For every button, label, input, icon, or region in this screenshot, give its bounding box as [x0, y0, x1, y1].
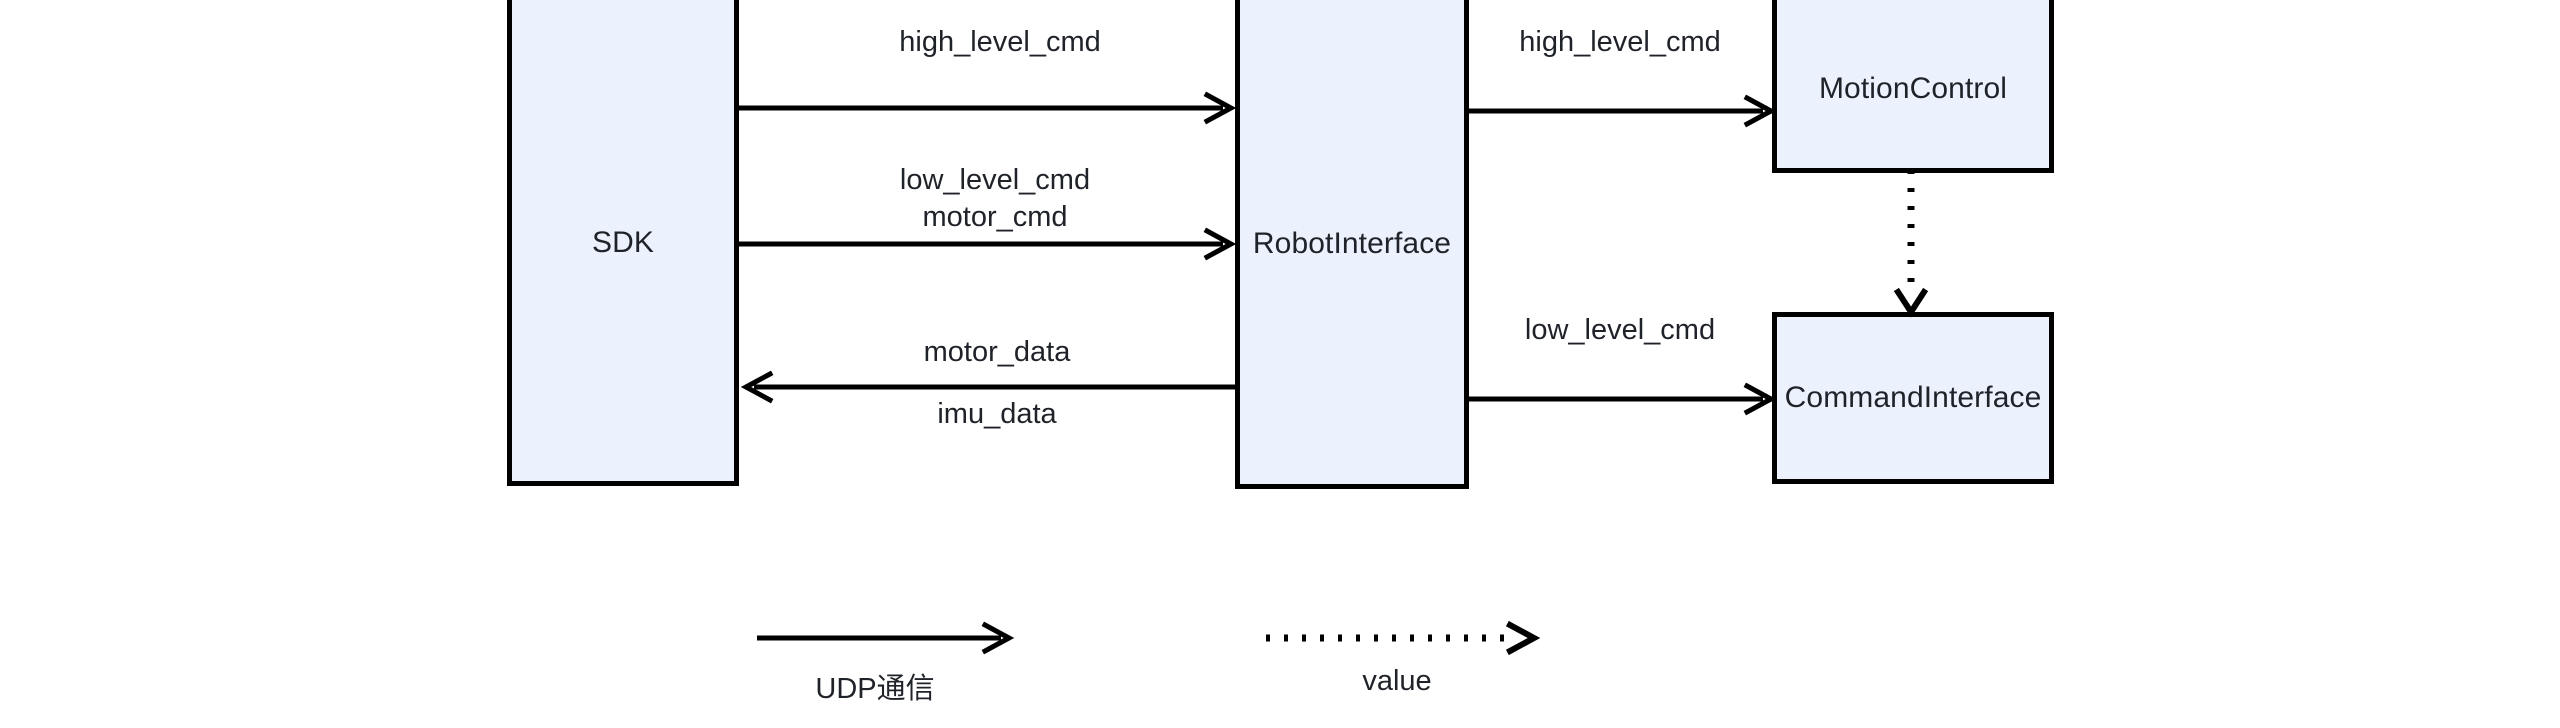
edge-label-line-top: low_level_cmd [899, 164, 1091, 196]
edge-motioncontrol-to-commandinterface-dotted [1893, 170, 1929, 318]
edge-sdk-to-robotinterface-low-level-cmd [737, 227, 1237, 261]
edge-label-line-bottom: motor_cmd [922, 201, 1068, 234]
node-motioncontrol[interactable]: MotionControl [1772, 0, 2054, 173]
edge-label-robotinterface-to-motioncontrol: high_level_cmd [1519, 24, 1721, 61]
legend-arrow-dotted-icon [1266, 620, 1556, 656]
node-sdk[interactable]: SDK [507, 0, 739, 486]
edge-robotinterface-to-sdk-data [740, 370, 1240, 404]
edge-label-sdk-to-robotinterface-high-level-cmd: high_level_cmd [899, 24, 1101, 61]
edge-label-line-top: high_level_cmd [1519, 26, 1721, 58]
edge-label-line-top: high_level_cmd [899, 26, 1101, 58]
edge-robotinterface-to-commandinterface [1467, 382, 1777, 416]
node-sdk-label: SDK [592, 226, 654, 259]
edge-label-line-top: low_level_cmd [1524, 314, 1716, 346]
edge-robotinterface-to-motioncontrol [1467, 94, 1777, 128]
legend-label-value: value [1362, 665, 1432, 697]
node-robotinterface[interactable]: RobotInterface [1235, 0, 1469, 489]
edge-label-line-bottom: imu_data [937, 398, 1057, 430]
legend-arrow-solid-icon [757, 621, 1027, 655]
legend-label-udp: UDP通信 [815, 673, 935, 705]
edge-label-robotinterface-to-sdk-imu-data: imu_data [937, 396, 1056, 433]
node-commandinterface[interactable]: CommandInterface [1772, 312, 2054, 484]
edge-sdk-to-robotinterface-high-level-cmd [737, 91, 1237, 125]
node-robotinterface-label: RobotInterface [1252, 227, 1452, 260]
edge-label-robotinterface-to-commandinterface: low_level_cmd [1525, 312, 1715, 349]
edge-label-line-top: motor_data [923, 336, 1071, 368]
node-commandinterface-label: CommandInterface [1784, 381, 2042, 414]
edge-label-robotinterface-to-sdk-motor-data: motor_data [924, 334, 1071, 371]
node-motioncontrol-label: MotionControl [1818, 72, 2008, 105]
edge-label-sdk-to-robotinterface-low-level-cmd: low_level_cmd motor_cmd [900, 162, 1090, 236]
